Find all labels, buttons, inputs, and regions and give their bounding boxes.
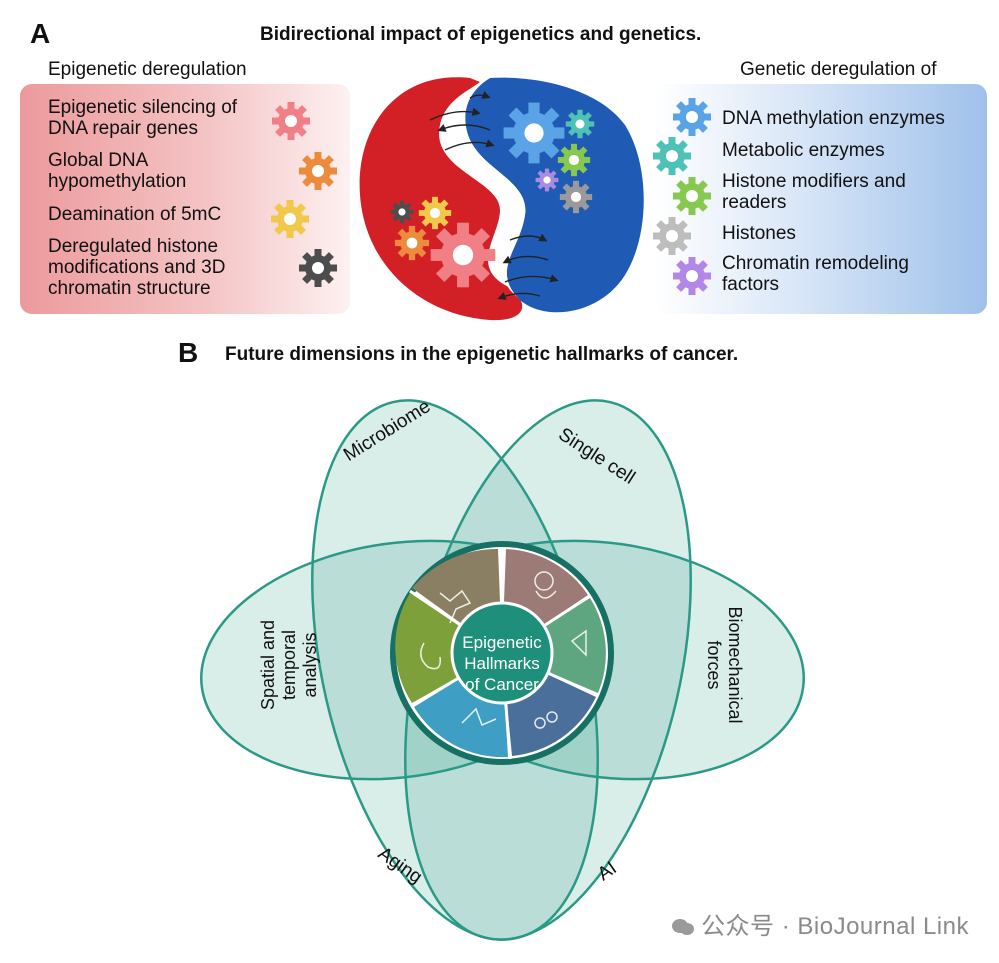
left-item-hypomethylation: Global DNA hypomethylation (48, 150, 187, 192)
gear-icon (673, 257, 711, 295)
right-item-chromatin: Chromatin remodeling factors (722, 253, 909, 295)
panel-a-letter: A (30, 18, 51, 49)
yin-yang-graphic (359, 77, 644, 321)
gear-icon (418, 196, 452, 230)
gear-icon (557, 143, 591, 177)
gear-icon (535, 168, 559, 192)
center-label-line3: of Cancer (465, 675, 539, 694)
right-heading: Genetic deregulation of (740, 59, 937, 80)
gear-icon (673, 98, 711, 136)
left-item-deamination: Deamination of 5mC (48, 204, 222, 225)
right-item-histone-modifiers: Histone modifiers and readers (722, 171, 906, 213)
right-item-dna-methylation: DNA methylation enzymes (722, 108, 945, 129)
segment-megaphone-icon (502, 598, 606, 693)
hallmarks-wheel (390, 541, 614, 765)
gear-icon (271, 200, 309, 238)
gear-icon (299, 249, 337, 287)
gear-icon (565, 109, 595, 139)
center-label-line2: Hallmarks (464, 654, 540, 673)
gear-icon (653, 217, 691, 255)
gear-icon (653, 137, 691, 175)
left-heading: Epigenetic deregulation (48, 59, 247, 80)
panel-a-title: Bidirectional impact of epigenetics and … (260, 24, 702, 45)
left-item-dna-repair: Epigenetic silencing of DNA repair genes (48, 97, 238, 139)
center-label: Epigenetic Hallmarks of Cancer (452, 632, 552, 695)
panel-a-artwork (271, 77, 711, 321)
crosstalk-arrows (429, 91, 559, 300)
label-biomechanical: Biomechanical forces (704, 606, 745, 724)
left-item-histone: Deregulated histone modifications and 3D… (48, 236, 226, 299)
wechat-icon (671, 916, 695, 936)
panel-b-title: Future dimensions in the epigenetic hall… (225, 344, 739, 365)
center-label-line1: Epigenetic (462, 633, 542, 652)
gear-icon (559, 180, 593, 214)
watermark: 公众号 · BioJournal Link (671, 906, 969, 941)
gear-icon (430, 222, 496, 288)
watermark-text: 公众号 · BioJournal Link (701, 913, 969, 940)
segment-chameleon-icon (395, 593, 502, 703)
right-item-histones: Histones (722, 223, 796, 244)
hallmarks-venn-diagram (200, 399, 805, 941)
panel-b-letter: B (178, 337, 199, 368)
yin-yang-white-gap (459, 78, 526, 300)
right-item-metabolic: Metabolic enzymes (722, 140, 885, 161)
gear-icon (272, 102, 310, 140)
gear-icon (390, 200, 414, 224)
label-spatial-temporal: Spatial and temporal analysis (258, 619, 320, 711)
gear-icon (673, 177, 711, 215)
gear-icon (394, 225, 430, 261)
gear-icon (299, 152, 337, 190)
gear-icon (503, 102, 565, 164)
